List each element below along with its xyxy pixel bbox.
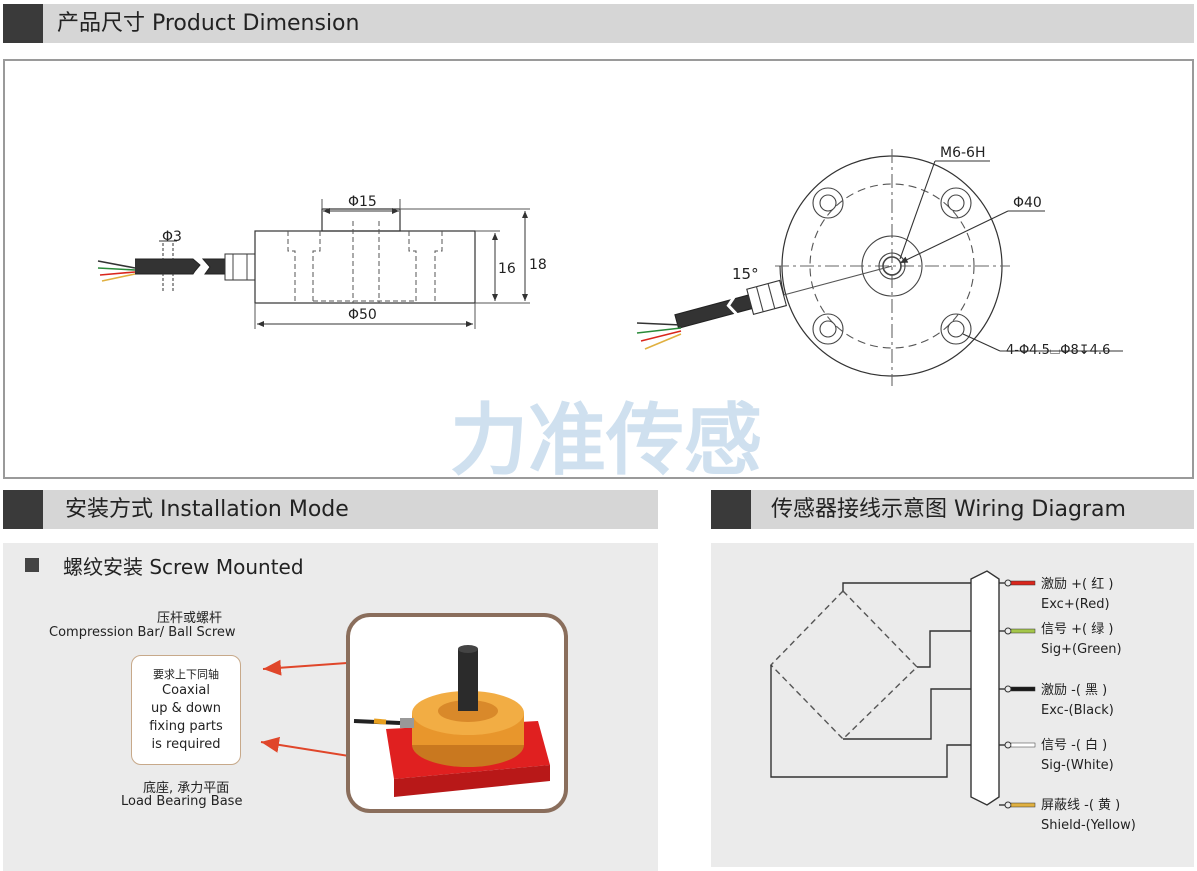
installation-photo [346, 613, 568, 813]
product-dimension-title: 产品尺寸 Product Dimension [57, 11, 360, 36]
wire-end-white [1004, 741, 1036, 749]
cable-wires-left [97, 260, 136, 282]
compression-bar-en: Compression Bar/ Ball Screw [49, 625, 236, 640]
base-zh: 底座, 承力平面 [143, 781, 230, 796]
coaxial-note-en-1: Coaxial [162, 683, 210, 698]
wire-label-sig-plus: 信号 +( 绿 ) Sig+(Green) [1041, 620, 1122, 660]
load-cell-illustration [353, 645, 550, 797]
installation-panel: 螺纹安装 Screw Mounted 压杆或螺杆 Compression Bar… [3, 543, 658, 871]
wire-en: Sig+(Green) [1041, 642, 1122, 657]
screw-mounted-title: 螺纹安装 Screw Mounted [63, 555, 304, 579]
wire-end-black [1004, 685, 1036, 693]
header-block [3, 4, 43, 43]
mounting-holes [812, 187, 972, 345]
wire-end-green [1004, 627, 1036, 635]
wiring-schematic [770, 570, 1036, 809]
wire-label-exc-plus: 激励 +( 红 ) Exc+(Red) [1041, 575, 1113, 615]
angle-label: 15° [732, 265, 759, 283]
cable-wires-right [636, 322, 682, 350]
base-en: Load Bearing Base [121, 794, 243, 809]
installation-mode-header: 安装方式 Installation Mode [3, 490, 658, 529]
wire-zh: 屏蔽线 -( 黄 ) [1041, 798, 1121, 813]
pcd-label: Φ40 [1013, 195, 1042, 211]
wire-end-yellow [1004, 801, 1036, 809]
bullet-square [25, 558, 39, 572]
header-block [3, 490, 43, 529]
cable-dia-label: Φ3 [162, 229, 182, 245]
watermark-text: 力准传感 [450, 396, 762, 477]
coaxial-note-en-2: up & down [151, 701, 221, 716]
total-height-label: 18 [529, 257, 547, 273]
body-dia-label: Φ50 [348, 307, 377, 323]
holes-label: 4-Φ4.5⌴Φ8↧4.6 [1006, 343, 1110, 358]
product-dimension-header: 产品尺寸 Product Dimension [3, 4, 1194, 43]
wire-label-sig-minus: 信号 -( 白 ) Sig-(White) [1041, 736, 1114, 776]
header-block [711, 490, 751, 529]
wire-end-red [1004, 579, 1036, 587]
thread-label: M6-6H [940, 145, 985, 161]
coaxial-note-zh: 要求上下同轴 [153, 668, 219, 681]
wire-zh: 激励 -( 黑 ) [1041, 683, 1108, 698]
top-view [636, 149, 1123, 386]
wiring-diagram-title: 传感器接线示意图 Wiring Diagram [771, 497, 1126, 522]
boss-dia-label: Φ15 [348, 194, 377, 210]
wire-zh: 信号 -( 白 ) [1041, 738, 1108, 753]
wire-label-exc-minus: 激励 -( 黑 ) Exc-(Black) [1041, 681, 1114, 721]
dimension-drawing-panel: Φ3 Φ15 Φ50 16 18 [3, 59, 1194, 486]
wire-zh: 信号 +( 绿 ) [1041, 622, 1114, 637]
wire-en: Exc+(Red) [1041, 597, 1110, 612]
wire-en: Shield-(Yellow) [1041, 818, 1136, 833]
side-view [97, 199, 530, 329]
coaxial-note-en-3: fixing parts [149, 719, 223, 734]
wire-en: Sig-(White) [1041, 758, 1114, 773]
coaxial-note-en-4: is required [151, 737, 221, 752]
wiring-panel: 激励 +( 红 ) Exc+(Red) 信号 +( 绿 ) Sig+(Green… [711, 543, 1194, 867]
coaxial-note-box: 要求上下同轴 Coaxial up & down fixing parts is… [131, 655, 241, 765]
dimension-drawing: Φ3 Φ15 Φ50 16 18 [97, 145, 1123, 486]
wire-zh: 激励 +( 红 ) [1041, 577, 1114, 592]
wire-en: Exc-(Black) [1041, 703, 1114, 718]
installation-mode-title: 安装方式 Installation Mode [65, 497, 349, 522]
compression-bar-zh: 压杆或螺杆 [157, 611, 223, 626]
wiring-diagram-header: 传感器接线示意图 Wiring Diagram [711, 490, 1194, 529]
wire-label-shield: 屏蔽线 -( 黄 ) Shield-(Yellow) [1041, 796, 1136, 836]
inner-height-label: 16 [498, 261, 516, 277]
